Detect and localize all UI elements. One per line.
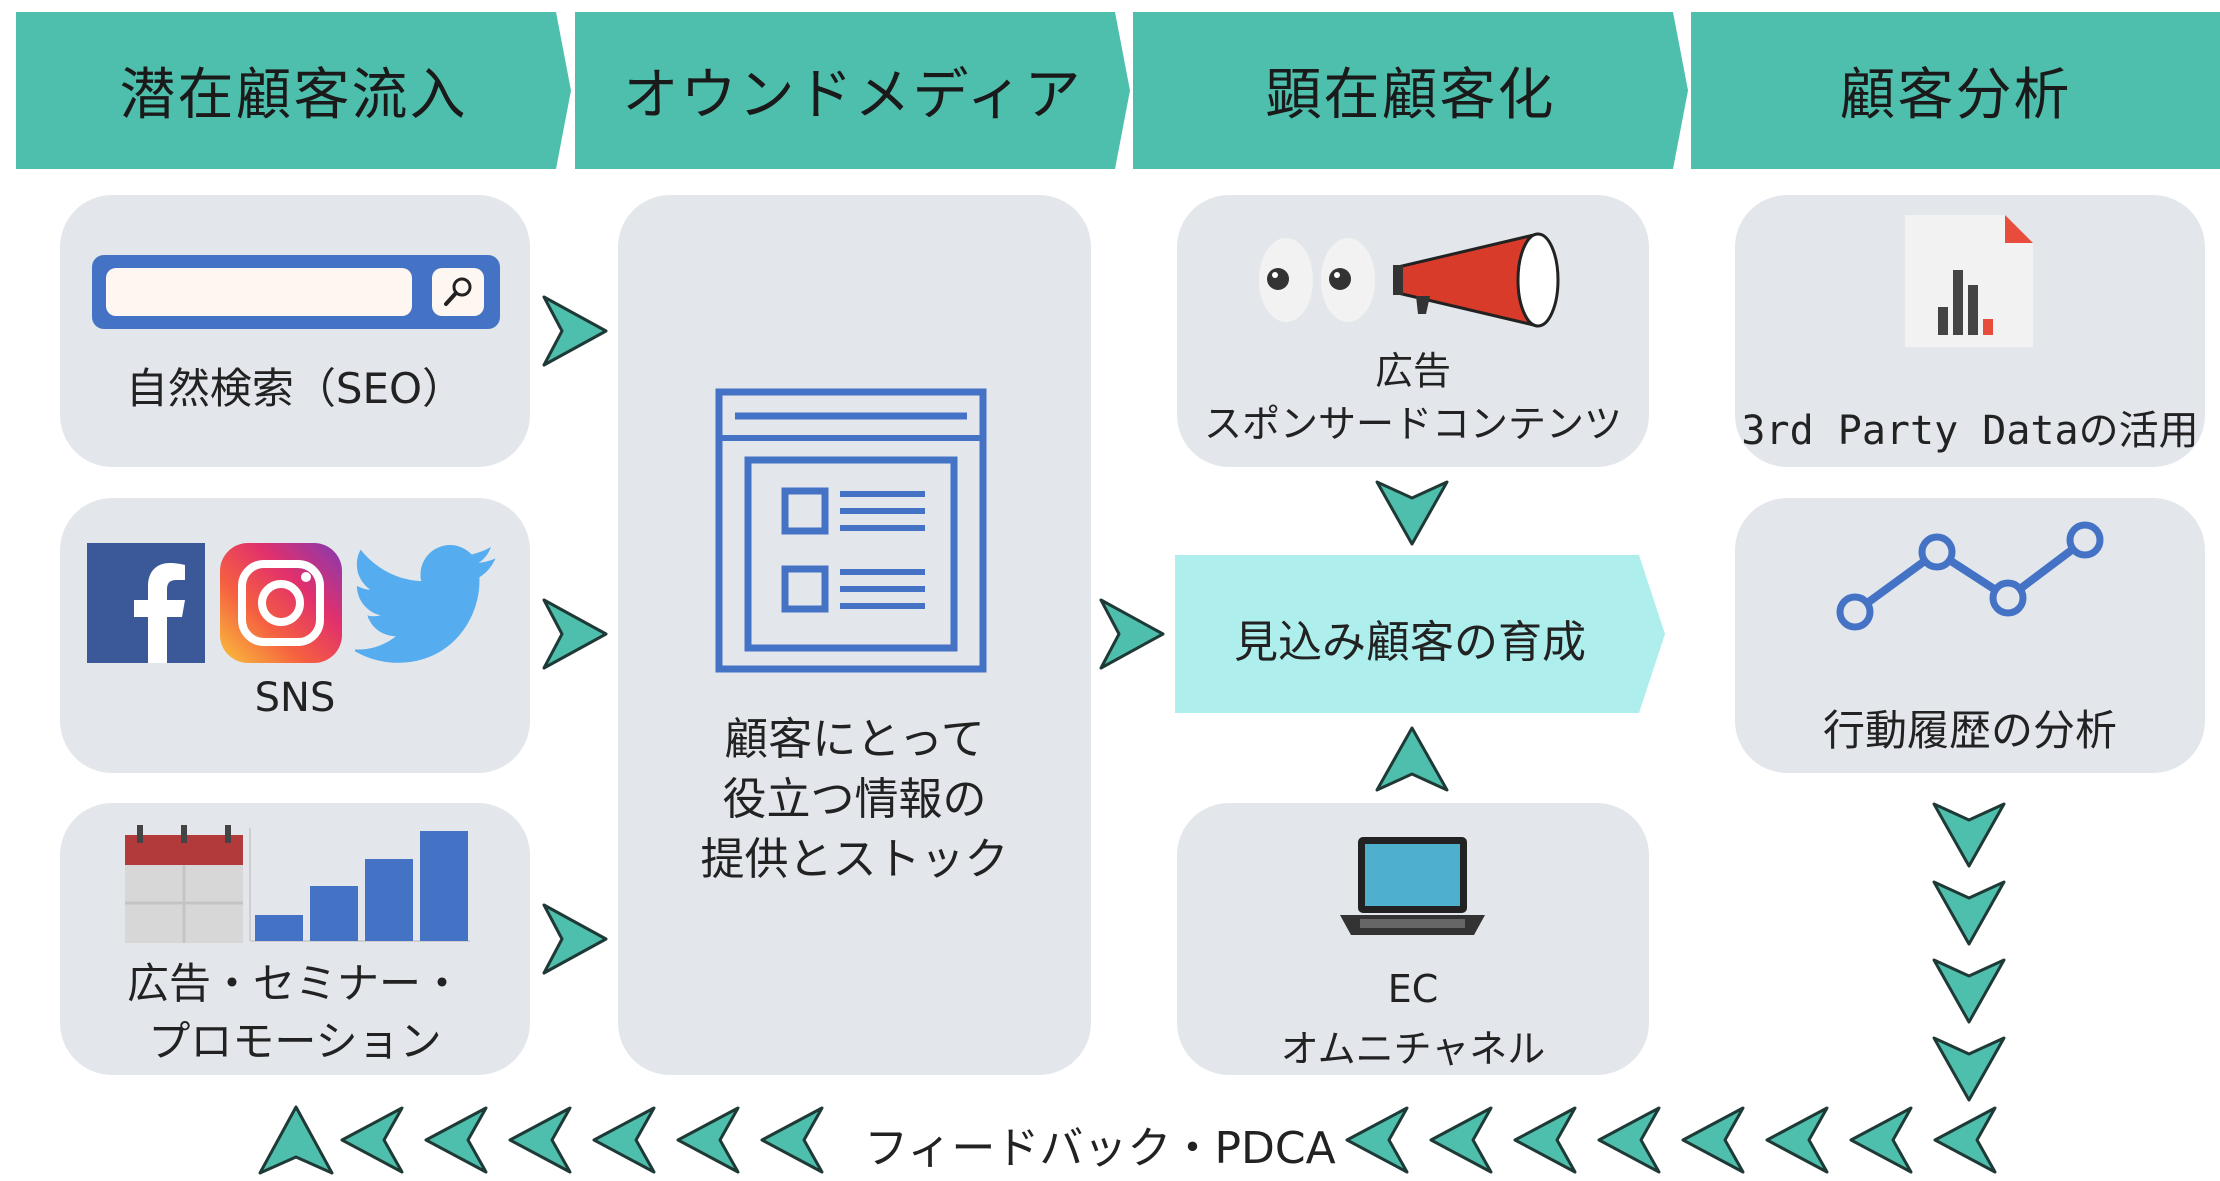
- ads-label-line1: 広告: [1374, 349, 1451, 393]
- nurture-box: [1175, 555, 1665, 713]
- arrow-down-icon: [1375, 480, 1449, 546]
- report-chart-icon: [1905, 215, 2035, 351]
- twitter-icon: [352, 545, 505, 667]
- seo-label: 自然検索（SEO）: [125, 364, 465, 413]
- arrow-down-icon: [1932, 1036, 2006, 1102]
- arrow-down-icon: [1932, 880, 2006, 946]
- arrow-right-icon: [1099, 598, 1165, 670]
- ads-card: [1177, 195, 1649, 467]
- facebook-icon: [87, 543, 205, 667]
- eyes-megaphone-icon: [1258, 230, 1568, 334]
- feedback-label: フィードバック・PDCA: [864, 1123, 1336, 1174]
- owned-media-line3: 提供とストック: [700, 834, 1009, 885]
- feedback-arrows-right: [1345, 1104, 2005, 1180]
- owned-media-line2: 役立つ情報の: [722, 774, 987, 825]
- ads-label-line2: スポンサードコンテンツ: [1203, 402, 1622, 446]
- behavior-card: [1735, 498, 2205, 773]
- stage-label: 顧客分析: [1839, 63, 2072, 128]
- calendar-chart-icon: [125, 823, 470, 947]
- third-party-data-label: 3rd Party Dataの活用: [1741, 408, 2199, 454]
- promotion-label-line2: プロモーション: [148, 1017, 442, 1066]
- webpage-icon: [715, 388, 987, 677]
- stage-label: オウンドメディア: [622, 63, 1083, 128]
- instagram-icon: [220, 543, 342, 667]
- stage-header-analysis: 顧客分析: [1691, 12, 2220, 169]
- behavior-label: 行動履歴の分析: [1822, 706, 2117, 755]
- arrow-up-icon: [258, 1105, 334, 1175]
- promotion-label-line1: 広告・セミナー・: [126, 959, 463, 1008]
- arrow-down-icon: [1932, 802, 2006, 868]
- sns-label: SNS: [254, 675, 336, 721]
- seo-card: [60, 195, 530, 467]
- arrow-up-icon: [1375, 726, 1449, 792]
- line-graph-icon: [1830, 520, 2110, 639]
- stage-header-conversion: 顕在顧客化: [1133, 12, 1688, 169]
- owned-media-card: [618, 195, 1091, 1075]
- laptop-icon: [1340, 835, 1485, 944]
- feedback-arrows-left: [340, 1104, 860, 1180]
- owned-media-line1: 顧客にとって: [724, 714, 985, 765]
- arrow-right-icon: [542, 598, 608, 670]
- arrow-down-icon: [1932, 958, 2006, 1024]
- stage-header-inflow: 潜在顧客流入: [16, 12, 571, 169]
- ec-label-line2: オムニチャネル: [1280, 1027, 1546, 1071]
- search-bar-icon: [92, 255, 500, 329]
- stage-label: 潜在顧客流入: [119, 63, 468, 128]
- nurture-label: 見込み顧客の育成: [1234, 617, 1586, 668]
- stage-header-owned-media: オウンドメディア: [575, 12, 1130, 169]
- arrow-right-icon: [542, 903, 608, 975]
- stage-label: 顕在顧客化: [1265, 63, 1556, 128]
- arrow-right-icon: [542, 295, 608, 367]
- ec-label-line1: EC: [1387, 967, 1439, 1011]
